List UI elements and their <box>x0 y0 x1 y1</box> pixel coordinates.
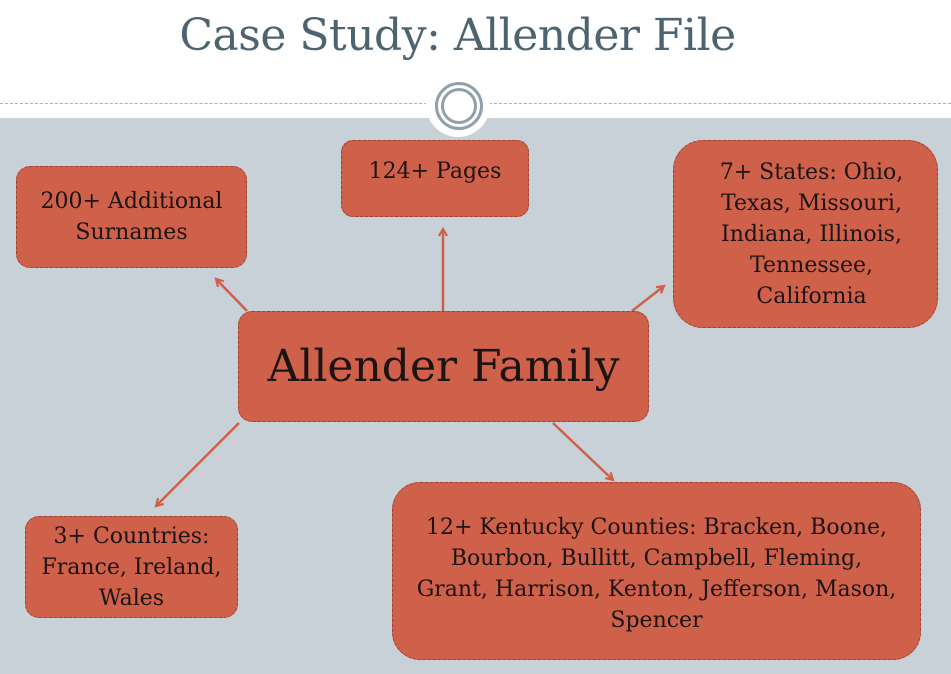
node-additional-surnames: 200+ Additional Surnames <box>16 166 247 268</box>
node-kentucky-counties: 12+ Kentucky Counties: Bracken, Boone, B… <box>392 482 921 660</box>
node-kentucky-counties-label: 12+ Kentucky Counties: Bracken, Boone, B… <box>416 515 897 633</box>
node-states: 7+ States: Ohio, Texas, Missouri, Indian… <box>673 140 938 328</box>
node-additional-surnames-label: 200+ Additional Surnames <box>40 189 223 245</box>
slide-title: Case Study: Allender File <box>179 10 736 61</box>
node-pages: 124+ Pages <box>341 140 529 217</box>
node-states-label: 7+ States: Ohio, Texas, Missouri, Indian… <box>719 159 904 309</box>
node-countries: 3+ Countries: France, Ireland, Wales <box>25 516 238 618</box>
node-center-label: Allender Family <box>267 340 620 392</box>
node-center-family: Allender Family <box>238 311 649 422</box>
node-pages-label: 124+ Pages <box>368 159 502 184</box>
circle-ornament-icon <box>426 73 490 137</box>
node-countries-label: 3+ Countries: France, Ireland, Wales <box>41 523 222 611</box>
